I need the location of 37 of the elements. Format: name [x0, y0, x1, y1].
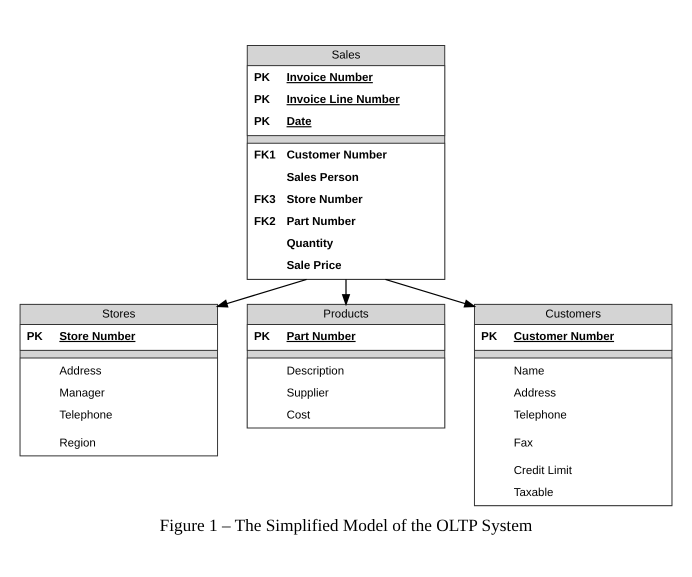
cluster — [246, 142, 446, 280]
cluster — [20, 324, 218, 350]
node-text: Manager — [59, 386, 105, 399]
node-text: Credit Limit — [514, 464, 572, 477]
node-text: Supplier — [286, 386, 329, 399]
node-text: Name — [514, 364, 544, 377]
node-text: PK Invoice Number — [254, 72, 373, 84]
node-text: Region — [59, 436, 96, 449]
node-text: Address — [59, 364, 102, 377]
cluster — [474, 357, 672, 506]
node-text: PK Customer Number — [481, 330, 614, 342]
node-text: Fax — [514, 436, 533, 449]
node-text: PK Date — [254, 116, 312, 128]
node-text: Telephone — [514, 409, 567, 422]
node-text: Quantity — [286, 237, 334, 250]
node-text: PK Invoice Line Number — [254, 94, 400, 106]
node-text: Taxable — [514, 486, 554, 499]
node-text: Telephone — [59, 409, 112, 422]
arrow — [385, 278, 476, 308]
node-text: FK2 Part Number — [254, 215, 356, 228]
caption: Figure 1 – The Simplified Model of the OLTP System — [160, 515, 532, 534]
node-text: Address — [514, 386, 556, 399]
cluster — [246, 357, 446, 428]
node-text: FK3 Store Number — [254, 193, 363, 206]
cluster — [474, 324, 672, 350]
node-text: PK Part Number — [254, 330, 356, 342]
node-text: Cost — [286, 409, 310, 422]
arrow — [216, 278, 307, 308]
node-text: FK1 Customer Number — [254, 149, 387, 162]
arrow — [342, 278, 350, 306]
node-text: PK Store Number — [26, 330, 136, 342]
cluster — [20, 357, 218, 456]
node-text: Description — [286, 364, 344, 377]
node-text: Sales Person — [286, 171, 359, 184]
node-text: Sale Price — [286, 259, 342, 272]
cluster — [246, 324, 446, 350]
cluster — [246, 64, 446, 136]
